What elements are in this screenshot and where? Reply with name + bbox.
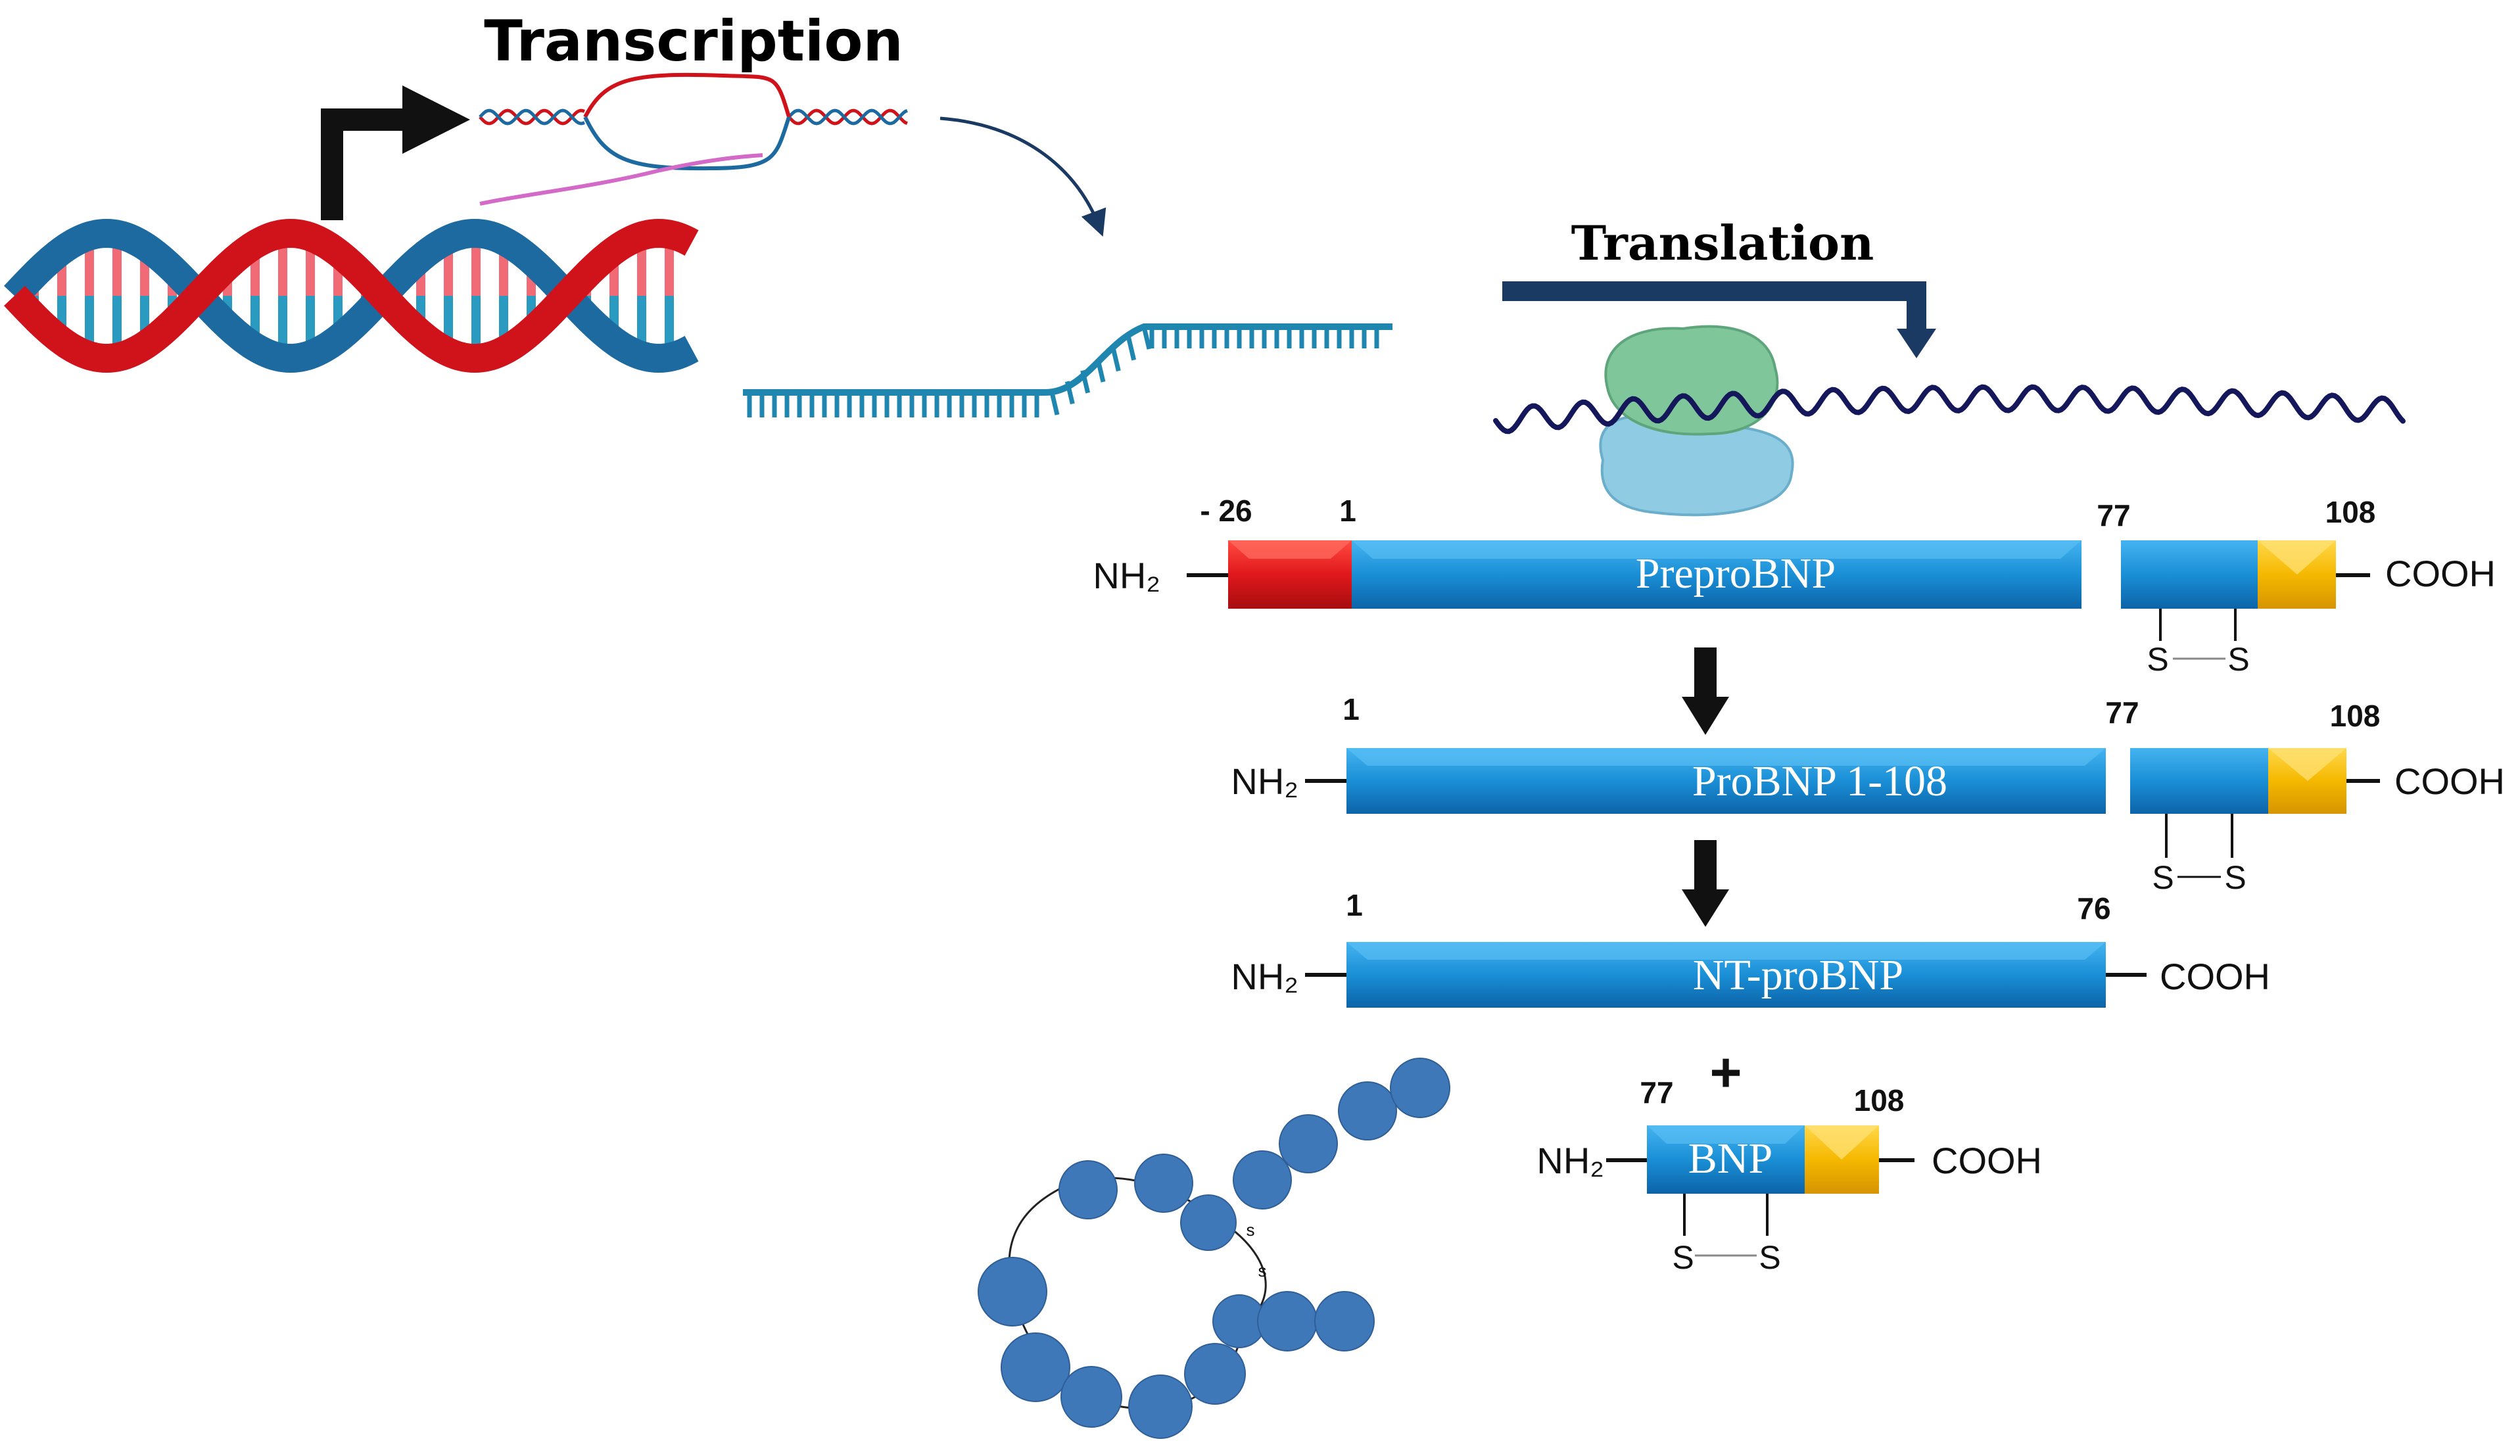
dna-strand-blue <box>3 218 699 373</box>
preprobnp-row: NH₂ COOH PreproBNP - 26 1 77 108 S S <box>1093 494 2496 678</box>
svg-text:S: S <box>2227 641 2249 678</box>
preprobnp-label: PreproBNP <box>1636 550 1836 598</box>
mrna-icon <box>743 323 1392 417</box>
processing-arrow-2 <box>1682 840 1729 927</box>
dna-helix-icon <box>3 218 699 373</box>
preprobnp-bnp-segment <box>2121 540 2258 609</box>
ntprobnp-pos-1: 1 <box>1346 888 1363 922</box>
bnp-pos-108: 108 <box>1854 1083 1905 1117</box>
preprobnp-cooh: COOH <box>2385 553 2496 594</box>
bnp-label: BNP <box>1688 1135 1772 1183</box>
preprobnp-nh2: NH₂ <box>1093 555 1160 596</box>
svg-text:S: S <box>1759 1239 1780 1276</box>
ntprobnp-row: NH₂ COOH NT-proBNP 1 76 <box>1231 888 2270 1008</box>
bnp-pos-77: 77 <box>1640 1075 1673 1110</box>
polypeptide-chain-icon <box>1493 384 2406 434</box>
bnp-nh2: NH₂ <box>1536 1140 1604 1181</box>
probnp-pos-108: 108 <box>2330 699 2381 733</box>
preprobnp-disulfide: S S <box>2147 609 2250 678</box>
dna-strand-right <box>788 108 908 126</box>
probnp-cooh: COOH <box>2394 761 2505 802</box>
ntprobnp-nh2: NH₂ <box>1231 956 1298 997</box>
preprobnp-pos-1: 1 <box>1339 494 1356 528</box>
svg-text:S: S <box>2224 859 2246 896</box>
transcription-label: Transcription <box>484 9 903 74</box>
probnp-bnp-segment <box>2130 748 2268 814</box>
plus-sign: + <box>1709 1041 1742 1103</box>
dna-strand-left <box>479 108 585 126</box>
probnp-pos-1: 1 <box>1343 692 1360 726</box>
bnp-peptide-ring-icon: s s <box>978 1058 1450 1439</box>
bnp-row: NH₂ COOH BNP 77 108 S S <box>1536 1075 2042 1276</box>
probnp-row: NH₂ COOH ProBNP 1-108 1 77 108 S S <box>1231 692 2505 896</box>
bnp-cooh: COOH <box>1932 1140 2042 1181</box>
probnp-nh2: NH₂ <box>1231 761 1298 802</box>
transcription-bubble-icon <box>479 72 1106 237</box>
ntprobnp-cooh: COOH <box>2160 956 2270 997</box>
bnp-disulfide: S S <box>1672 1194 1781 1276</box>
svg-text:S: S <box>1672 1239 1694 1276</box>
translation-arrow-icon <box>1502 281 1936 358</box>
svg-text:S: S <box>2147 641 2168 678</box>
ribosome-icon <box>1599 325 1794 517</box>
preprobnp-pos-signal: - 26 <box>1200 494 1252 528</box>
svg-text:s: s <box>1247 1220 1255 1240</box>
ntprobnp-pos-76: 76 <box>2077 891 2110 926</box>
promoter-arrow-icon <box>321 85 470 220</box>
probnp-disulfide: S S <box>2152 814 2247 896</box>
svg-text:S: S <box>2152 859 2174 896</box>
preprobnp-pos-108: 108 <box>2325 495 2376 529</box>
processing-arrow-1 <box>1682 647 1729 735</box>
translation-label: Translation <box>1571 215 1874 271</box>
probnp-label: ProBNP 1-108 <box>1692 757 1947 805</box>
dna-strand-red <box>3 218 699 373</box>
preprobnp-pos-77: 77 <box>2097 498 2130 532</box>
probnp-pos-77: 77 <box>2105 695 2139 730</box>
ntprobnp-label: NT-proBNP <box>1693 951 1903 999</box>
svg-text:s: s <box>1258 1261 1267 1280</box>
